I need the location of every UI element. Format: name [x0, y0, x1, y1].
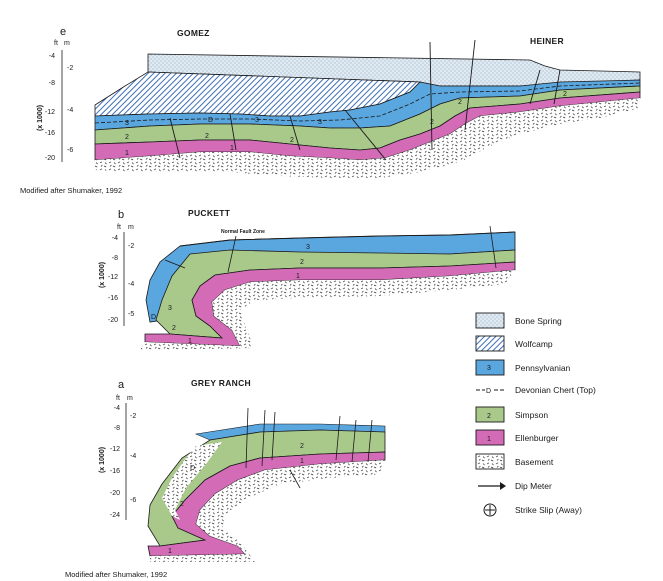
panel-b-ylabel: (x 1000): [99, 262, 106, 288]
legend-ellenburger-number: 1: [487, 436, 491, 443]
panel-a-credit: Modified after Shumaker, 1992: [65, 570, 167, 579]
legend-pennsylvanian-number: 3: [487, 365, 491, 372]
panel-b-annotation: Normal Fault Zone: [221, 229, 265, 235]
legend-chert-marker: D: [486, 388, 491, 395]
panel-e-m-tick: -6: [67, 147, 73, 154]
unit-number: 1: [168, 548, 172, 555]
panel-e-ft-tick: -12: [45, 109, 55, 116]
panel-e-m-ticks: -2 -4 -6: [67, 65, 73, 154]
panel-b-ft-ticks: -4 -8 -12 -16 -20: [108, 235, 118, 324]
panel-a-title: GREY RANCH: [191, 378, 251, 388]
legend-simpson-label: Simpson: [515, 410, 548, 420]
panel-a-ft-tick: -20: [110, 490, 120, 497]
legend-ellenburger-label: Ellenburger: [515, 433, 559, 443]
panel-e-ft-tick: -4: [49, 53, 55, 60]
unit-number: 2: [300, 259, 304, 266]
legend-chert-label: Devonian Chert (Top): [515, 385, 596, 395]
panel-e-ft-tick: -16: [45, 130, 55, 137]
legend-pennsylvanian-label: Pennsylvanian: [515, 363, 571, 373]
panel-b-title: PUCKETT: [188, 208, 231, 218]
panel-a-letter: a: [118, 379, 125, 391]
panel-e-m-tick: -2: [67, 65, 73, 72]
panel-e-title-left: GOMEZ: [177, 28, 210, 38]
unit-number: 3: [125, 120, 129, 127]
panel-b-m-tick: -2: [128, 243, 134, 250]
panel-a-ft-tick: -12: [110, 446, 120, 453]
panel-e-credit: Modified after Shumaker, 1992: [20, 186, 122, 195]
panel-e-unit-ft: ft: [54, 40, 58, 47]
panel-e-title-right: HEINER: [530, 36, 564, 46]
panel-e-m-tick: -4: [67, 107, 73, 114]
panel-a-m-tick: -4: [130, 453, 136, 460]
legend: Bone Spring Wolfcamp 3 Pennsylvanian D D…: [476, 313, 596, 516]
panel-b-m-tick: -5: [128, 311, 134, 318]
panel-a-m-tick: -6: [130, 497, 136, 504]
panel-a-m-tick: -2: [130, 413, 136, 420]
chert-marker: D: [190, 465, 195, 472]
unit-number: 1: [188, 338, 192, 345]
panel-e-ylabel: (x 1000): [37, 105, 44, 131]
unit-number: 2: [180, 501, 184, 508]
panel-b-letter: b: [118, 209, 124, 221]
legend-basement-label: Basement: [515, 457, 554, 467]
panel-b-unit-m: m: [128, 224, 134, 231]
panel-b-ft-tick: -16: [108, 295, 118, 302]
panel-a-unit-m: m: [127, 395, 133, 402]
unit-number: 2: [563, 91, 567, 98]
panel-e-ft-ticks: -4 -8 -12 -16 -20: [45, 53, 55, 162]
legend-wolfcamp-swatch: [476, 336, 504, 351]
chert-marker: D: [151, 314, 156, 321]
legend-strike-slip-label: Strike Slip (Away): [515, 505, 582, 515]
panel-a: a GREY RANCH ft m (x 1000) -4 -8 -12 -16…: [65, 378, 385, 579]
panel-b-ft-tick: -20: [108, 317, 118, 324]
legend-dip-meter-label: Dip Meter: [515, 481, 552, 491]
panel-a-ylabel: (x 1000): [99, 447, 106, 473]
legend-basement-swatch: [476, 454, 504, 469]
panel-b-ft-tick: -4: [112, 235, 118, 242]
unit-number: 2: [430, 119, 434, 126]
chert-marker: D: [208, 117, 213, 124]
panel-b-ft-tick: -8: [112, 255, 118, 262]
panel-a-ft-tick: -24: [110, 512, 120, 519]
panel-b-m-tick: -4: [128, 281, 134, 288]
panel-b-m-ticks: -2 -4 -5: [128, 243, 134, 318]
panel-a-m-ticks: -2 -4 -6: [130, 413, 136, 504]
unit-number: 3: [306, 244, 310, 251]
unit-number: 1: [230, 145, 234, 152]
unit-number: 1: [300, 458, 304, 465]
panel-a-ft-tick: -8: [114, 425, 120, 432]
unit-number: 2: [458, 99, 462, 106]
unit-number: 2: [172, 325, 176, 332]
unit-number: 1: [296, 273, 300, 280]
dip-meter-arrow-icon: [478, 482, 506, 490]
panel-b-unit-ft: ft: [117, 224, 121, 231]
unit-number: 2: [290, 137, 294, 144]
panel-e-ft-tick: -20: [45, 155, 55, 162]
unit-number: 3: [318, 119, 322, 126]
panel-a-ft-tick: -16: [110, 468, 120, 475]
strike-slip-circle-plus-icon: [484, 504, 496, 516]
panel-a-ft-tick: -4: [114, 405, 120, 412]
panel-b: b PUCKETT ft m (x 1000) -4 -8 -12 -16 -2…: [99, 208, 515, 350]
panel-e: e GOMEZ HEINER ft m (x 1000) -4 -8 -12 -…: [20, 26, 640, 195]
unit-number: 1: [125, 150, 129, 157]
legend-bone-spring-swatch: [476, 313, 504, 328]
unit-number: 2: [125, 134, 129, 141]
panel-e-letter: e: [60, 26, 66, 38]
unit-number: 3: [168, 305, 172, 312]
unit-number: 2: [300, 443, 304, 450]
legend-simpson-number: 2: [487, 413, 491, 420]
panel-a-ft-ticks: -4 -8 -12 -16 -20 -24: [110, 405, 120, 519]
panel-e-ft-tick: -8: [49, 80, 55, 87]
panel-a-unit-ft: ft: [116, 395, 120, 402]
legend-wolfcamp-label: Wolfcamp: [515, 339, 553, 349]
legend-bone-spring-label: Bone Spring: [515, 316, 562, 326]
unit-number: 3: [255, 117, 259, 124]
panel-e-unit-m: m: [64, 40, 70, 47]
panel-b-ft-tick: -12: [108, 274, 118, 281]
unit-number: 2: [205, 133, 209, 140]
